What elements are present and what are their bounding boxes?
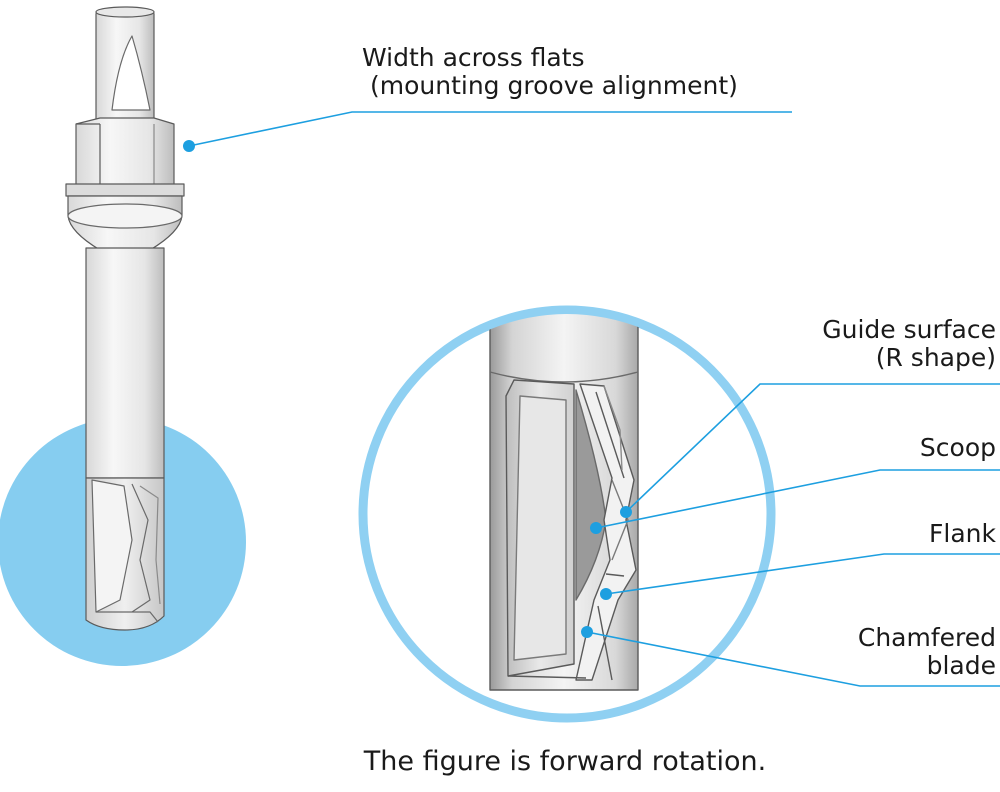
dot-flank bbox=[600, 588, 612, 600]
label-flank-text: Flank bbox=[929, 519, 996, 548]
dot-chamfered-blade bbox=[581, 626, 593, 638]
label-guide-surface-line2: (R shape) bbox=[875, 343, 996, 372]
zoom-view bbox=[358, 305, 776, 723]
dot-scoop bbox=[590, 522, 602, 534]
leader-dots bbox=[183, 140, 632, 638]
label-chamfered-blade-line2: blade bbox=[926, 651, 996, 680]
label-width-across-flats-line2: (mounting groove alignment) bbox=[370, 71, 738, 100]
label-chamfered-blade: Chamfered blade bbox=[858, 624, 996, 680]
label-guide-surface-line1: Guide surface bbox=[822, 315, 996, 344]
dot-guide-surface bbox=[620, 506, 632, 518]
label-guide-surface: Guide surface (R shape) bbox=[822, 316, 996, 372]
label-width-across-flats: Width across flats (mounting groove alig… bbox=[362, 44, 738, 100]
figure-caption: The figure is forward rotation. bbox=[363, 746, 767, 777]
leader-chamfered-blade bbox=[586, 631, 1000, 687]
label-width-across-flats-line1: Width across flats bbox=[362, 43, 585, 72]
label-scoop: Scoop bbox=[920, 434, 996, 462]
leader-width-across-flats bbox=[188, 111, 792, 147]
leader-lines bbox=[188, 111, 1000, 687]
leader-scoop bbox=[595, 469, 1000, 529]
leader-flank bbox=[605, 553, 1000, 595]
label-scoop-text: Scoop bbox=[919, 433, 996, 462]
label-flank: Flank bbox=[929, 520, 996, 548]
leader-guide-surface bbox=[625, 383, 1000, 513]
label-chamfered-blade-line1: Chamfered bbox=[857, 623, 996, 652]
drill-tool bbox=[65, 6, 185, 631]
dot-width-across-flats bbox=[183, 140, 195, 152]
